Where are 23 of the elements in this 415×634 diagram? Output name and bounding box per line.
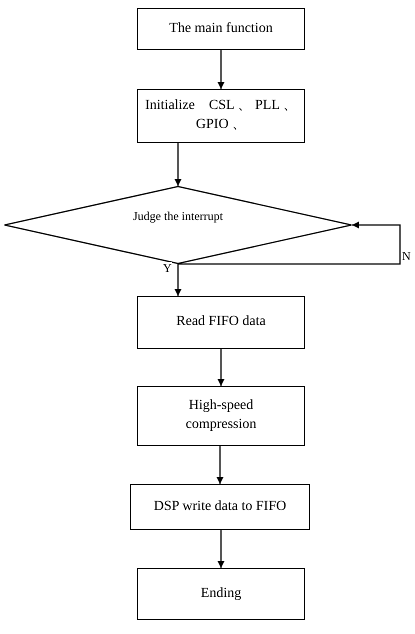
arrow	[218, 50, 224, 89]
arrow	[174, 143, 182, 186]
node-text: Ending	[200, 584, 242, 603]
arrow	[218, 349, 224, 386]
arrow	[216, 446, 224, 484]
process-box	[137, 8, 305, 50]
node-text: Read FIFO data	[175, 313, 267, 332]
arrow	[218, 530, 224, 568]
edge-label: Y	[163, 262, 172, 274]
node-text: DSP write data to FIFO	[152, 498, 288, 516]
edge-label: N	[402, 250, 411, 262]
process-box	[137, 568, 305, 620]
decision-diamond	[4, 186, 352, 264]
process-box	[137, 386, 305, 446]
process-box	[137, 296, 305, 349]
node-text: Judge the interrupt	[132, 208, 224, 224]
process-box	[137, 89, 305, 143]
arrow	[178, 222, 401, 265]
arrow	[174, 264, 182, 296]
process-box	[130, 484, 310, 530]
node-text: The main function	[168, 20, 274, 38]
node-text: Initialize CSL 、 PLL 、 GPIO 、	[144, 97, 298, 134]
node-text: High-speed compression	[184, 397, 258, 434]
